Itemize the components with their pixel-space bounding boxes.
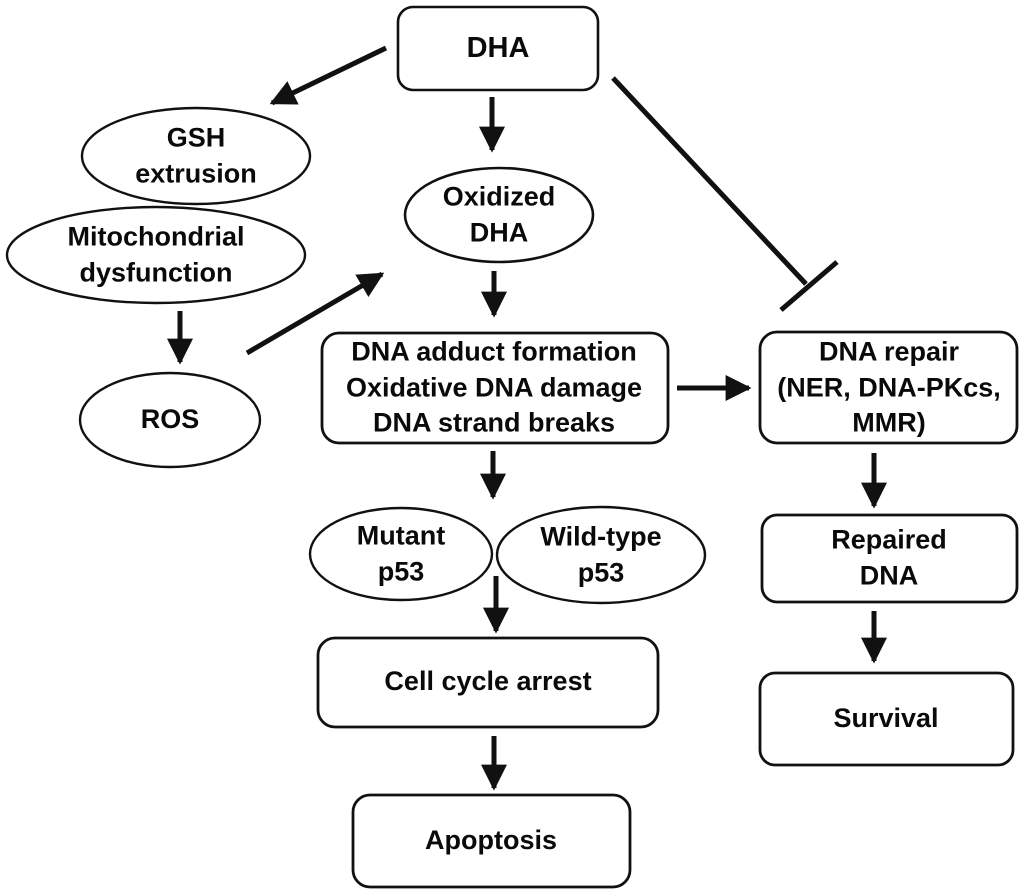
apoptosis-box — [351, 793, 632, 889]
gsh-extrusion-ellipse — [80, 106, 312, 206]
ros-ellipse — [78, 371, 262, 469]
oxidized-dha-ellipse — [403, 166, 595, 264]
mitochondrial-dysfunction-ellipse — [5, 205, 307, 305]
inhibition-line-dha-to-dna-repair — [611, 76, 808, 286]
dha-box — [396, 5, 600, 92]
dna-damage-box — [320, 331, 670, 445]
wildtype-p53-ellipse — [495, 505, 707, 605]
inhibition-tbar-cap — [779, 260, 839, 312]
mutant-p53-ellipse — [308, 506, 494, 602]
cell-cycle-arrest-box — [316, 636, 660, 729]
dna-repair-box — [758, 330, 1019, 445]
survival-box — [758, 671, 1015, 767]
repaired-dna-box — [760, 513, 1019, 604]
arrow-ros-to-oxidized-dha — [245, 271, 385, 356]
arrow-dha-to-gsh — [269, 45, 388, 106]
